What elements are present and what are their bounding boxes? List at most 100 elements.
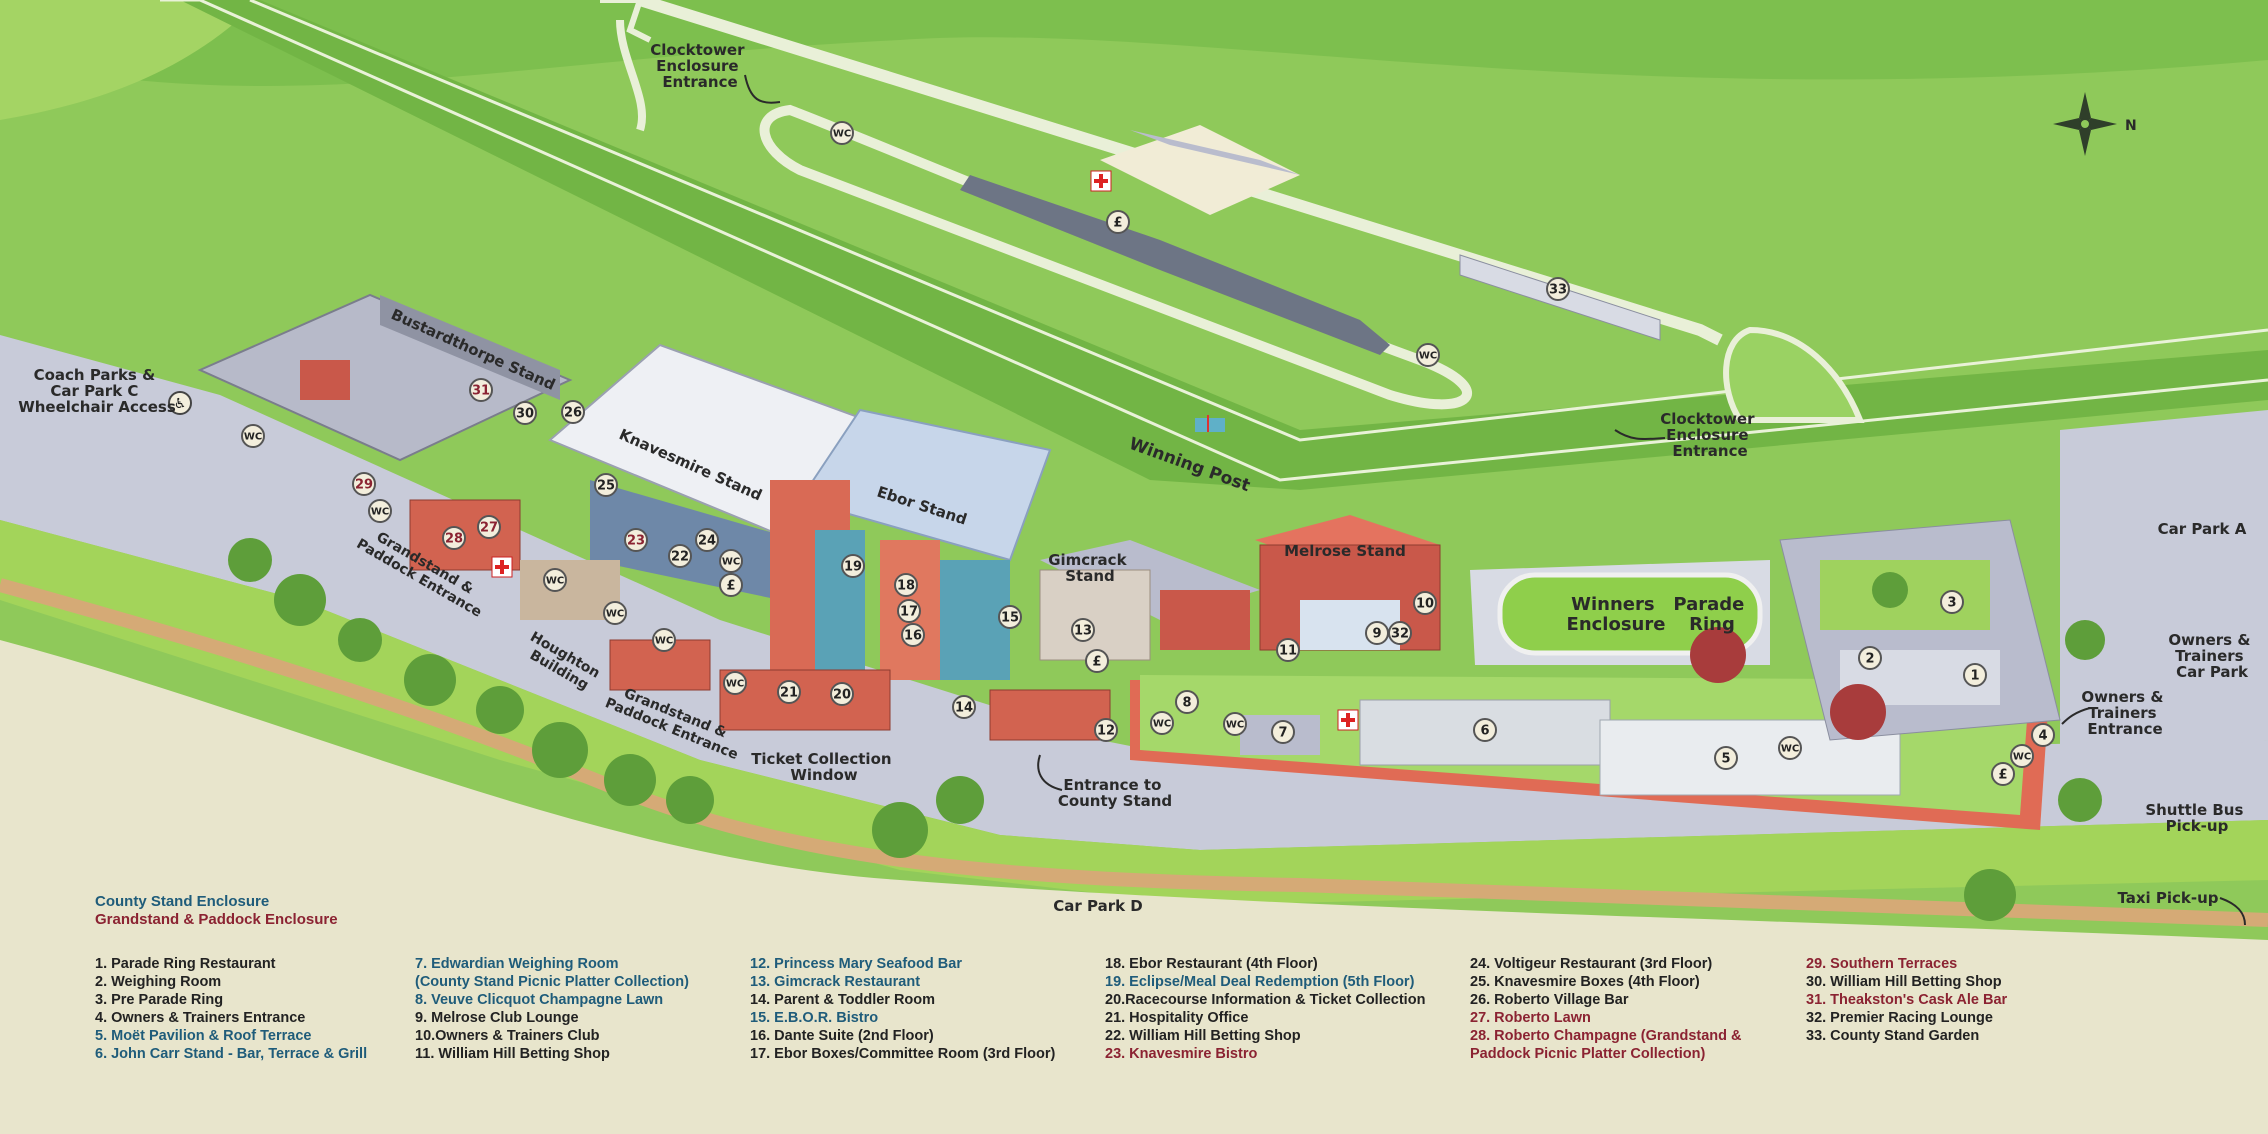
location-marker-7-text: 7 <box>1278 726 1287 741</box>
location-marker-5: 5 <box>1714 746 1738 770</box>
trees <box>228 538 2105 921</box>
location-marker-1-text: 1 <box>1970 669 1979 684</box>
location-marker-8-text: 8 <box>1182 696 1191 711</box>
legend-item: 16. Dante Suite (2nd Floor) <box>750 1028 934 1044</box>
location-marker-19: 19 <box>841 554 865 578</box>
location-marker-4-text: 4 <box>2038 729 2047 744</box>
cash-point-icon-text: £ <box>1998 768 2007 783</box>
taxi-pickup-label: Taxi Pick-up <box>2117 889 2218 907</box>
legend-item: 10.Owners & Trainers Club <box>415 1028 600 1044</box>
legend-item: 31. Theakston's Cask Ale Bar <box>1806 992 2008 1008</box>
location-marker-5-text: 5 <box>1721 752 1730 767</box>
wc-icon: WC <box>603 601 627 625</box>
bustardthorpe-stand-building <box>197 293 573 462</box>
location-marker-25-text: 25 <box>597 479 615 494</box>
location-marker-31-text: 31 <box>472 384 490 399</box>
wc-icon: WC <box>241 424 265 448</box>
wc-icon-text: WC <box>244 432 262 443</box>
location-marker-10-text: 10 <box>1416 597 1434 612</box>
cash-point-icon: £ <box>719 573 743 597</box>
location-marker-18-text: 18 <box>897 579 915 594</box>
location-marker-33-text: 33 <box>1549 283 1567 298</box>
clocktower-enclosure-entrance-label: Clocktower Enclosure Entrance <box>650 41 749 91</box>
wheelchair-access-icon: ♿ <box>168 391 192 415</box>
infield-buildings <box>960 125 1661 355</box>
first-aid-icon <box>1337 709 1359 731</box>
legend-item: 18. Ebor Restaurant (4th Floor) <box>1105 956 1318 972</box>
location-marker-31: 31 <box>469 378 493 402</box>
compass-north-label: N <box>2125 118 2137 134</box>
wc-icon: WC <box>1778 736 1802 760</box>
legend-item: Paddock Picnic Platter Collection) <box>1470 1046 1706 1062</box>
location-marker-9-text: 9 <box>1372 627 1381 642</box>
location-marker-22: 22 <box>668 544 692 568</box>
location-marker-1: 1 <box>1963 663 1987 687</box>
location-marker-26-text: 26 <box>564 406 582 421</box>
cash-point-icon: £ <box>1991 762 2015 786</box>
legend-item: 12. Princess Mary Seafood Bar <box>750 956 962 972</box>
legend-item: (County Stand Picnic Platter Collection) <box>415 974 689 990</box>
legend-item: 6. John Carr Stand - Bar, Terrace & Gril… <box>95 1046 368 1062</box>
cash-point-icon: £ <box>1085 649 1109 673</box>
gimcrack-stand-building <box>1039 540 1260 661</box>
wc-icon: WC <box>830 121 854 145</box>
location-marker-28-text: 28 <box>445 532 463 547</box>
legend-item: 8. Veuve Clicquot Champagne Lawn <box>415 992 664 1008</box>
ticket-collection-window-label: Ticket Collection Window <box>751 750 897 784</box>
location-marker-3: 3 <box>1940 590 1964 614</box>
wc-icon-text: WC <box>546 576 564 587</box>
location-marker-13: 13 <box>1071 618 1095 642</box>
legend-item: 11. William Hill Betting Shop <box>415 1046 610 1062</box>
legend-column-2: 7. Edwardian Weighing Room (County Stand… <box>415 955 689 1063</box>
wc-icon: WC <box>1416 343 1440 367</box>
location-marker-14-text: 14 <box>955 701 973 716</box>
location-marker-32-text: 32 <box>1391 627 1409 642</box>
cash-point-icon-text: £ <box>1092 655 1101 670</box>
legend-item: 30. William Hill Betting Shop <box>1806 974 2002 990</box>
pre-parade-area <box>1779 519 2061 741</box>
legend-item: 22. William Hill Betting Shop <box>1105 1028 1301 1044</box>
legend-item: 24. Voltigeur Restaurant (3rd Floor) <box>1470 956 1713 972</box>
location-marker-20: 20 <box>830 682 854 706</box>
location-marker-13-text: 13 <box>1074 624 1092 639</box>
legend-item: 29. Southern Terraces <box>1806 956 1958 972</box>
legend-item: 2. Weighing Room <box>95 974 222 990</box>
location-marker-14: 14 <box>952 695 976 719</box>
location-marker-4: 4 <box>2031 723 2055 747</box>
location-marker-7: 7 <box>1271 720 1295 744</box>
car-park-a-label: Car Park A <box>2158 520 2247 538</box>
wc-icon: WC <box>368 499 392 523</box>
legend-column-5: 24. Voltigeur Restaurant (3rd Floor) 25. … <box>1470 955 1742 1063</box>
owners-trainers-entrance-label: Owners & Trainers Entrance <box>2081 688 2168 738</box>
winners-enclosure-label: Winners Enclosure <box>1567 594 1666 635</box>
legend-item: 3. Pre Parade Ring <box>95 992 224 1008</box>
coach-parks-label: Coach Parks & Car Park C Wheelchair Acce… <box>18 366 176 416</box>
location-marker-22-text: 22 <box>671 550 689 565</box>
location-marker-25: 25 <box>594 473 618 497</box>
legend-item: 25. Knavesmire Boxes (4th Floor) <box>1470 974 1700 990</box>
first-aid-icon <box>1090 170 1112 192</box>
legend-item: 20.Racecourse Information & Ticket Colle… <box>1105 992 1426 1008</box>
wc-icon: WC <box>543 568 567 592</box>
ebor-stand-building <box>770 408 1052 680</box>
legend-item: 19. Eclipse/Meal Deal Redemption (5th Fl… <box>1105 974 1415 990</box>
location-marker-12-text: 12 <box>1097 724 1115 739</box>
wc-icon-text: WC <box>1153 719 1171 730</box>
location-marker-10: 10 <box>1413 591 1437 615</box>
owners-trainers-car-park-label: Owners & Trainers Car Park <box>2168 631 2255 681</box>
location-marker-6-text: 6 <box>1480 724 1489 739</box>
location-marker-27: 27 <box>477 515 501 539</box>
legend-item: 33. County Stand Garden <box>1806 1028 1980 1044</box>
melrose-stand-label: Melrose Stand <box>1284 542 1406 560</box>
wc-icon: WC <box>2010 744 2034 768</box>
clocktower-enclosure-entrance-label-right: Clocktower Enclosure Entrance <box>1660 410 1759 460</box>
location-marker-15-text: 15 <box>1001 611 1019 626</box>
location-marker-16: 16 <box>901 623 925 647</box>
grandstand-paddock-enclosure-heading: Grandstand & Paddock Enclosure <box>95 911 338 928</box>
gimcrack-stand-label: Gimcrack Stand <box>1048 551 1132 585</box>
cash-point-icon: £ <box>1106 210 1130 234</box>
legend-item: 5. Moët Pavilion & Roof Terrace <box>95 1028 312 1044</box>
